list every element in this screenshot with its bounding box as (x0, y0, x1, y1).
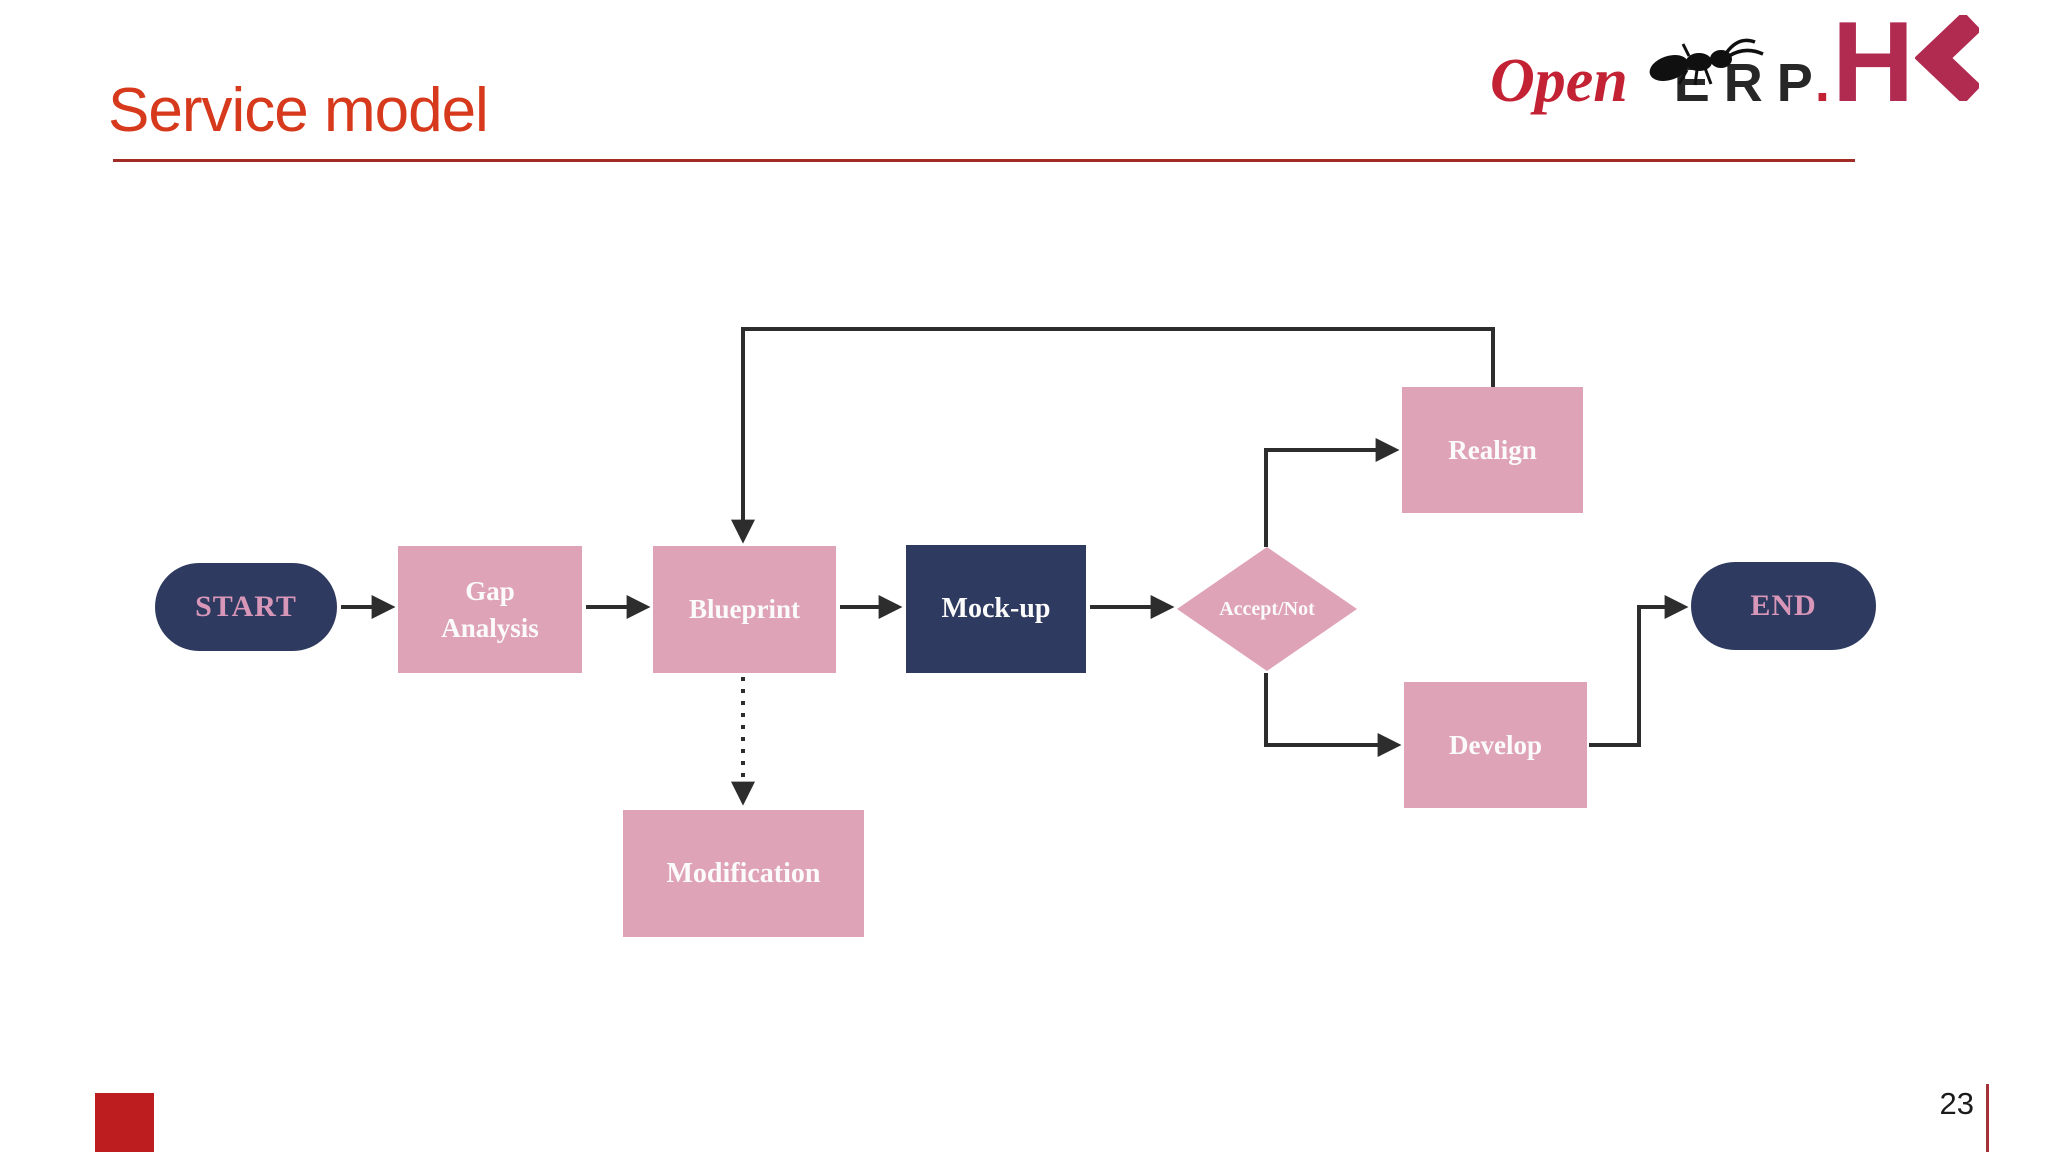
flowchart-node-accept-not: Accept/Not (1177, 547, 1357, 671)
flowchart-node-blueprint: Blueprint (653, 546, 836, 673)
arrow-diamond-to-realign (1264, 438, 1400, 547)
openerp-hk-logo: Open ERP . H (1490, 0, 1980, 126)
flowchart-node-develop: Develop (1404, 682, 1587, 808)
flowchart-node-start: START (155, 563, 337, 651)
red-accent-square (95, 1093, 154, 1152)
arrow-diamond-to-develop (1264, 673, 1402, 757)
page-title: Service model (108, 76, 489, 145)
page-number-divider (1986, 1084, 1989, 1152)
k-chevron-icon (1915, 15, 1980, 101)
title-underline (113, 159, 1855, 162)
logo-open-text: Open (1490, 47, 1628, 115)
arrow-realign-to-blueprint (731, 327, 1495, 544)
ant-icon (1649, 38, 1764, 86)
logo-h-text: H (1831, 0, 1915, 126)
flowchart-node-realign: Realign (1402, 387, 1583, 513)
logo-dot: . (1814, 53, 1830, 113)
arrow-develop-to-end (1589, 595, 1689, 747)
flowchart-node-end: END (1691, 562, 1876, 650)
page-number: 23 (1939, 1086, 1974, 1121)
flowchart-node-gap-analysis: Gap Analysis (398, 546, 582, 673)
flowchart-node-modification: Modification (623, 810, 864, 937)
flowchart-node-mock-up: Mock-up (906, 545, 1086, 673)
